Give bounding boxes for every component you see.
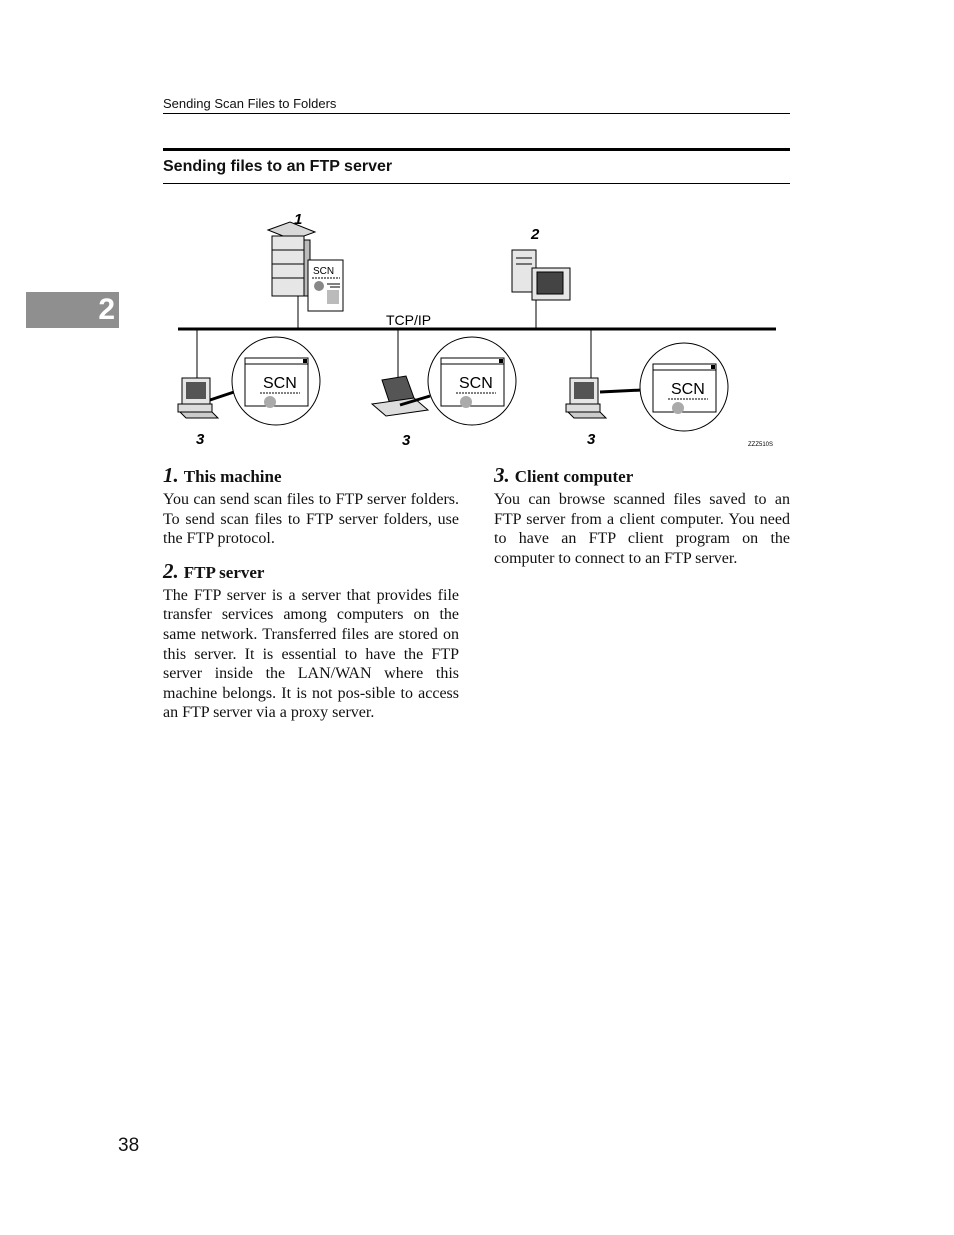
scanned-document-icon: SCN bbox=[307, 259, 344, 312]
scan-window-icon: SCN bbox=[440, 357, 505, 408]
running-header: Sending Scan Files to Folders bbox=[163, 96, 790, 114]
item-title: This machine bbox=[183, 467, 282, 486]
scan-window-icon: SCN bbox=[652, 363, 717, 414]
callout-3c: 3 bbox=[587, 431, 596, 448]
client-computer-icon bbox=[177, 329, 235, 419]
chapter-tab: 2 bbox=[26, 292, 119, 328]
network-diagram: TCP/IP 1 SCN bbox=[160, 200, 790, 460]
section-title: Sending files to an FTP server bbox=[163, 148, 790, 184]
callout-2: 2 bbox=[530, 226, 540, 243]
item-ftp-server: 2.FTP server The FTP server is a server … bbox=[163, 559, 459, 723]
callout-1: 1 bbox=[294, 211, 302, 228]
left-column: 1.This machine You can send scan files t… bbox=[163, 463, 459, 733]
right-column: 3.Client computer You can browse scanned… bbox=[494, 463, 790, 578]
document-scn-label: SCN bbox=[313, 266, 334, 277]
scan-window-icon: SCN bbox=[244, 357, 309, 408]
item-number: 2. bbox=[163, 558, 179, 583]
item-this-machine: 1.This machine You can send scan files t… bbox=[163, 463, 459, 549]
window-scn-label: SCN bbox=[671, 381, 705, 398]
window-scn-label: SCN bbox=[263, 375, 297, 392]
client-computer-icon bbox=[565, 329, 643, 419]
item-number: 3. bbox=[494, 463, 510, 487]
item-body: You can browse scanned files saved to an… bbox=[494, 491, 790, 567]
chapter-number: 2 bbox=[98, 293, 115, 326]
item-number: 1. bbox=[163, 463, 179, 487]
item-body: The FTP server is a server that provides… bbox=[163, 586, 459, 722]
item-client-computer: 3.Client computer You can browse scanned… bbox=[494, 463, 790, 568]
item-title: Client computer bbox=[514, 467, 634, 486]
figure-code: ZZZ510S bbox=[748, 442, 773, 448]
laptop-client-icon bbox=[370, 329, 431, 417]
ftp-server-icon bbox=[511, 249, 571, 329]
page-number: 38 bbox=[118, 1135, 140, 1156]
window-scn-label: SCN bbox=[459, 375, 493, 392]
item-title: FTP server bbox=[183, 562, 265, 582]
callout-3b: 3 bbox=[402, 432, 411, 449]
item-body: You can send scan files to FTP server fo… bbox=[163, 491, 459, 548]
callout-3a: 3 bbox=[196, 431, 205, 448]
tcpip-label: TCP/IP bbox=[386, 312, 431, 328]
